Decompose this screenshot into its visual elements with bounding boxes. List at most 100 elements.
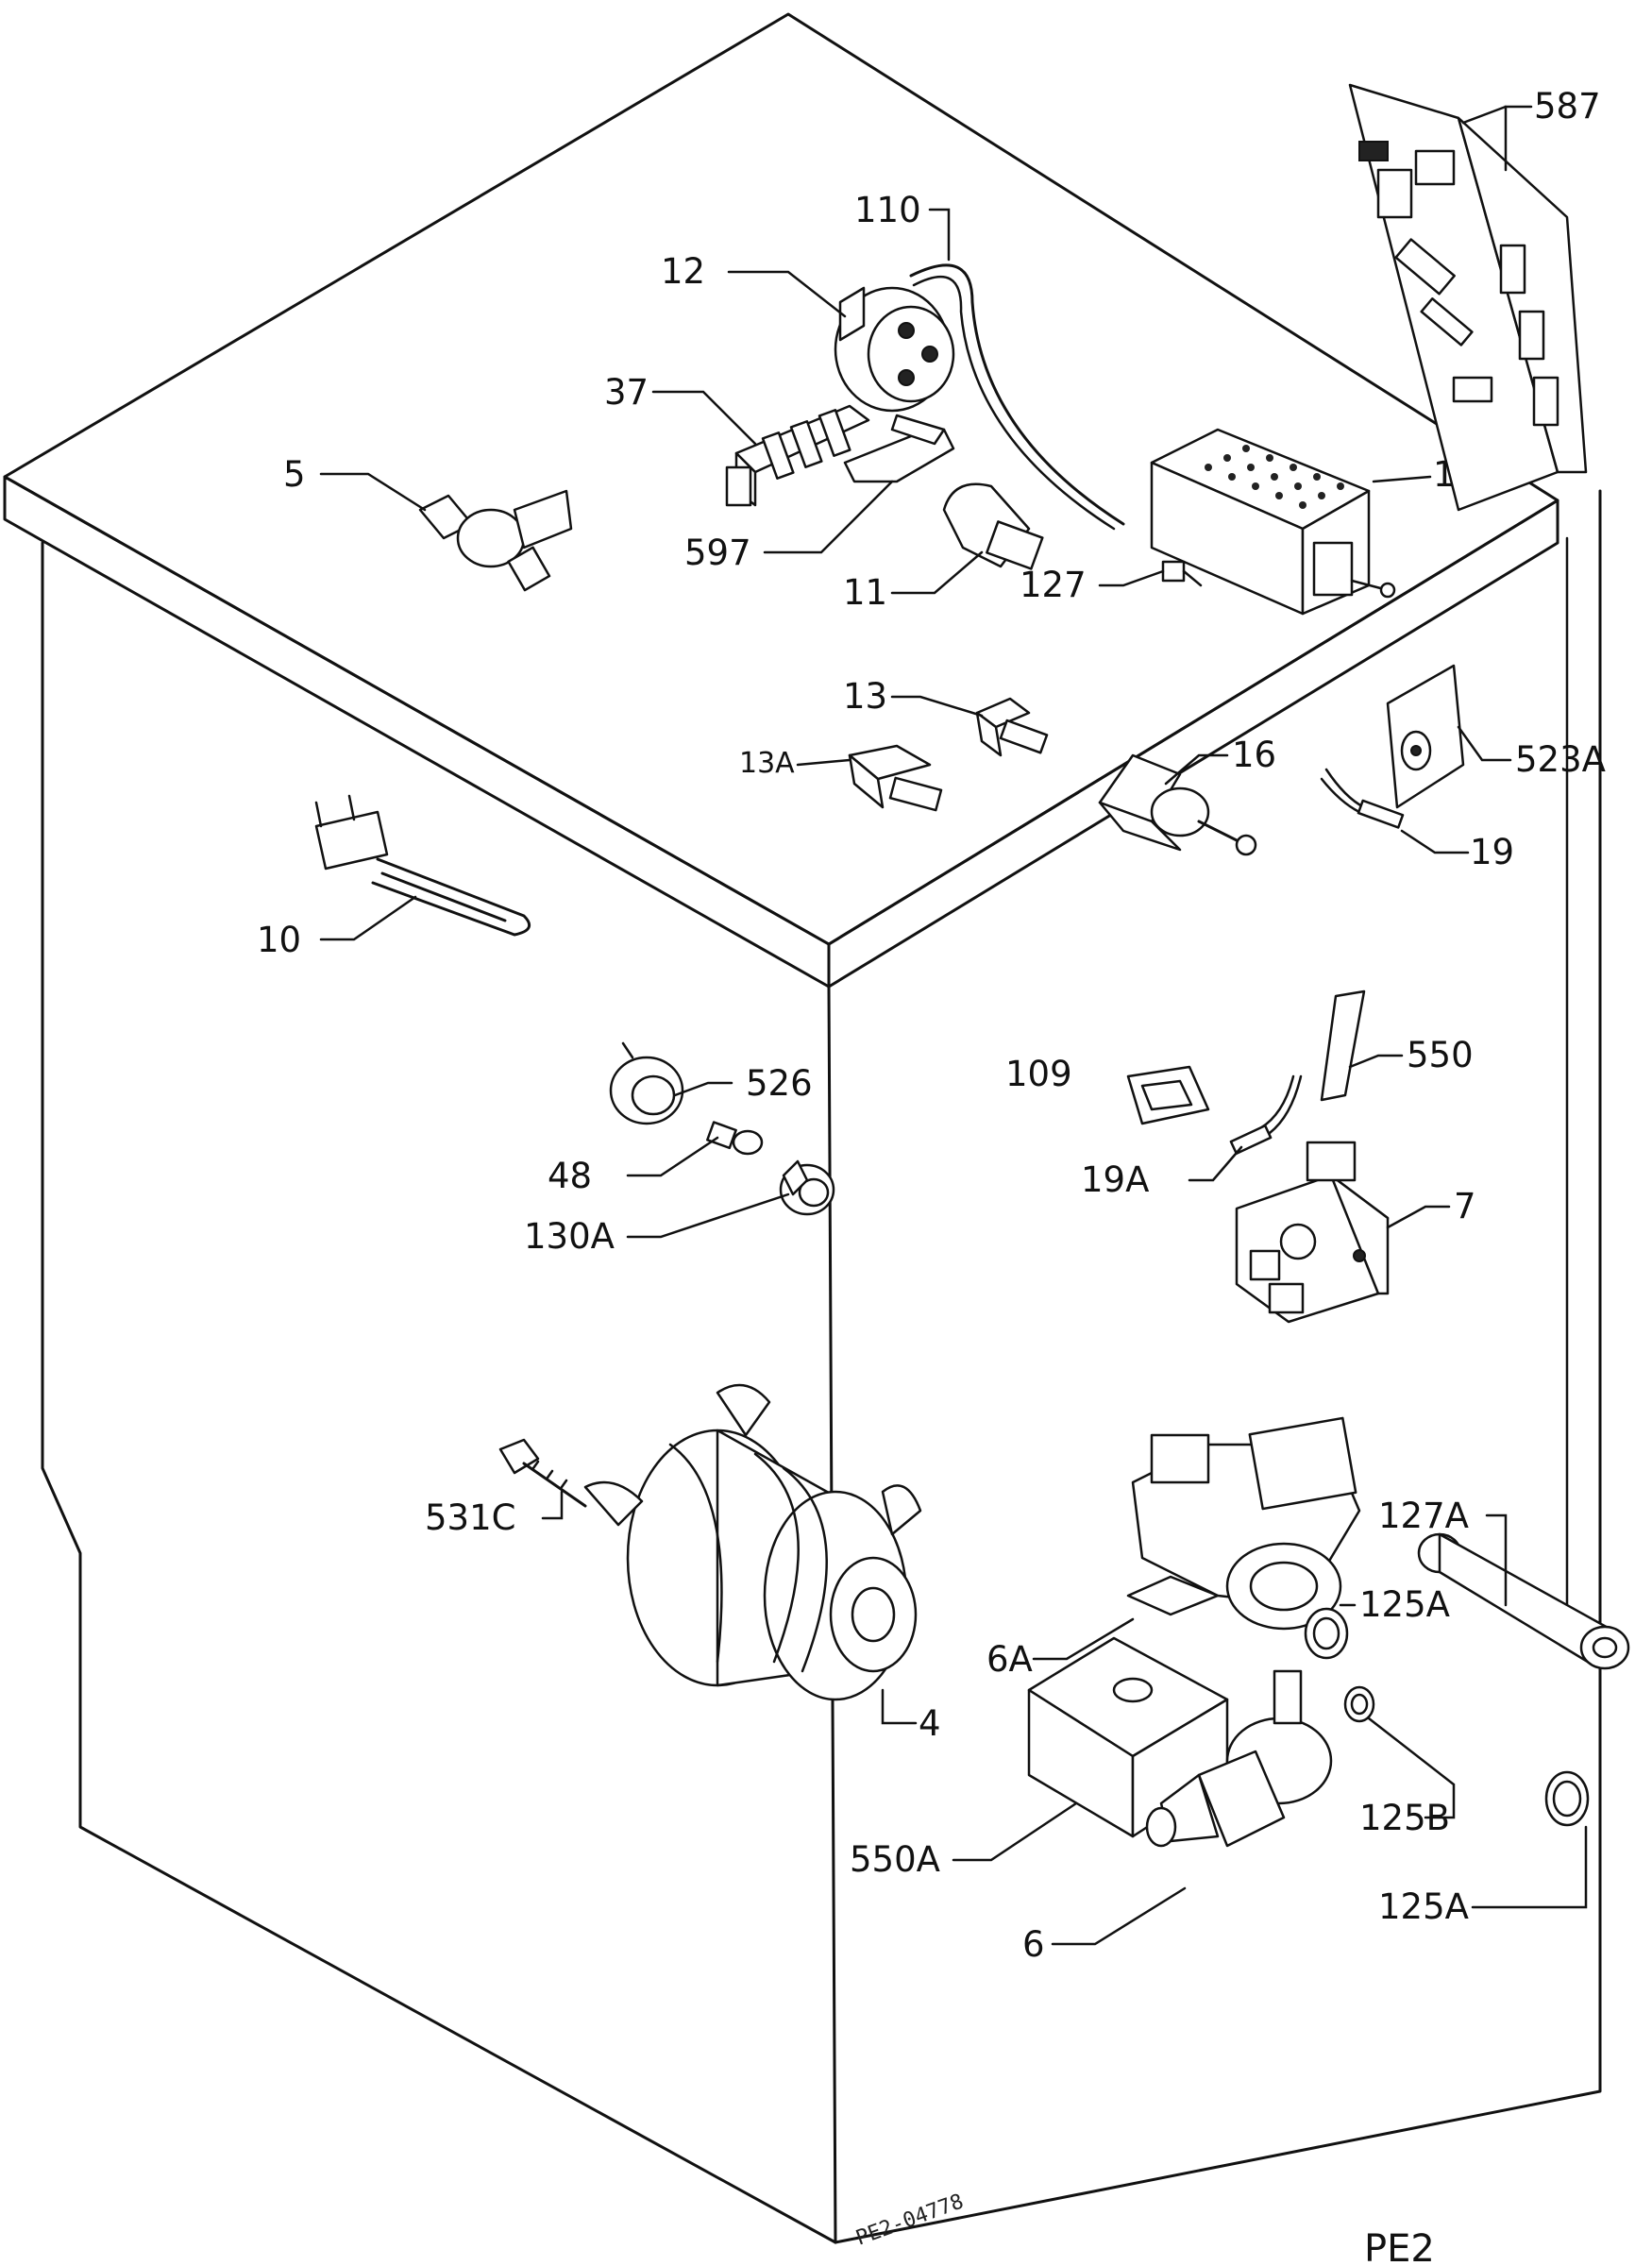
- label-130a: 130A: [524, 1216, 615, 1257]
- label-12: 12: [661, 251, 705, 292]
- label-125a-upper: 125A: [1359, 1584, 1450, 1625]
- cabinet-front-left: [41, 541, 837, 2244]
- leader-19: [1400, 829, 1470, 854]
- leader-587-b: [1461, 105, 1508, 125]
- part-12-pressure-switch: [834, 286, 955, 413]
- leader-125b: [1367, 1716, 1456, 1819]
- part-597-bracket: [843, 414, 955, 483]
- label-1: 1: [1433, 454, 1456, 495]
- label-587: 587: [1534, 86, 1601, 127]
- worktop-side-edge: [827, 499, 1559, 989]
- leader-125a-lower: [1471, 1825, 1588, 1909]
- leader-6a: [1032, 1617, 1135, 1661]
- part-16-switch: [1098, 753, 1257, 856]
- leader-1: [1372, 475, 1432, 483]
- part-110-hose-inner: [912, 275, 1116, 531]
- part-523a-plate: [1386, 664, 1465, 809]
- part-125a-seal-lower: [1544, 1770, 1590, 1827]
- part-4-motor: [583, 1383, 922, 1701]
- leader-13: [890, 695, 984, 718]
- label-19: 19: [1470, 832, 1514, 872]
- label-48: 48: [548, 1156, 592, 1196]
- part-5-inlet-fitting: [418, 489, 573, 592]
- part-13-connector: [975, 697, 1049, 757]
- label-13a: 13A: [739, 747, 795, 780]
- part-125b-seal: [1343, 1685, 1375, 1723]
- leader-4: [881, 1688, 918, 1725]
- cabinet-outline: [3, 12, 1602, 2244]
- part-531c-screw: [498, 1438, 587, 1508]
- leader-48: [626, 1136, 719, 1177]
- part-6a-pump: [1126, 1416, 1361, 1631]
- label-523a: 523A: [1515, 739, 1606, 780]
- part-125a-seal-upper: [1304, 1607, 1349, 1660]
- part-19-sensor: [1320, 768, 1405, 829]
- leader-127: [1098, 569, 1165, 587]
- leader-523a: [1457, 725, 1512, 762]
- label-550: 550: [1407, 1035, 1474, 1075]
- part-37-terminal-block: [725, 404, 870, 507]
- leader-19a: [1188, 1145, 1243, 1182]
- sheet-id: PE2: [1364, 2227, 1435, 2266]
- label-526: 526: [746, 1063, 813, 1104]
- part-130a-bushing: [779, 1159, 835, 1216]
- part-109-cap: [1126, 1065, 1210, 1125]
- leader-lines: [319, 105, 1588, 1946]
- label-127a: 127A: [1378, 1496, 1469, 1536]
- leader-127a: [1485, 1513, 1508, 1607]
- leader-550a: [952, 1801, 1078, 1862]
- part-19a-sensor: [1229, 1124, 1273, 1156]
- cabinet-right-edge: [834, 489, 1602, 2244]
- part-110-hose: [909, 263, 1125, 526]
- label-37: 37: [604, 372, 649, 413]
- part-labels: 587 110 12 37 5 597 11 1 127 13 13A 16 5…: [257, 86, 1606, 1965]
- part-526-lamp-holder: [609, 1041, 684, 1125]
- label-110: 110: [854, 190, 921, 230]
- leader-587: [1504, 105, 1533, 172]
- leader-13a: [796, 758, 851, 767]
- part-6-drain-pump: [1145, 1669, 1333, 1848]
- label-7: 7: [1454, 1186, 1476, 1226]
- leader-37: [651, 390, 757, 446]
- part-11-capacitor: [942, 482, 1044, 570]
- label-531c: 531C: [425, 1497, 515, 1538]
- part-13a-connector: [848, 744, 943, 812]
- part-1-timer: [1150, 428, 1396, 616]
- leader-10: [319, 895, 417, 941]
- part-7-door-lock: [1235, 1141, 1390, 1324]
- leader-550: [1348, 1054, 1404, 1069]
- label-11: 11: [843, 572, 887, 613]
- label-109: 109: [1005, 1054, 1072, 1094]
- label-127: 127: [1020, 565, 1087, 605]
- part-127a-pipe: [1417, 1532, 1630, 1670]
- label-5: 5: [283, 454, 306, 495]
- leader-16: [1164, 753, 1229, 786]
- label-6a: 6A: [986, 1639, 1033, 1680]
- part-48-bulb: [706, 1121, 764, 1156]
- leader-531c: [541, 1490, 564, 1520]
- label-19a: 19A: [1081, 1159, 1149, 1200]
- leader-110: [928, 208, 951, 262]
- leader-526: [673, 1081, 733, 1097]
- label-6: 6: [1022, 1924, 1045, 1965]
- leader-130a: [626, 1192, 790, 1239]
- label-125b: 125B: [1359, 1798, 1450, 1838]
- label-16: 16: [1232, 735, 1276, 775]
- label-4: 4: [919, 1703, 941, 1744]
- leader-12: [727, 270, 847, 318]
- label-10: 10: [257, 920, 301, 960]
- part-587-control-board: [1348, 83, 1588, 512]
- leader-7: [1386, 1205, 1451, 1229]
- label-125a-lower: 125A: [1378, 1886, 1469, 1927]
- part-550a-block: [1027, 1636, 1229, 1838]
- leader-6: [1051, 1886, 1187, 1946]
- part-550-harness: [1258, 989, 1366, 1135]
- leader-11: [890, 550, 984, 595]
- part-10-heater: [314, 794, 531, 937]
- leader-5: [319, 472, 427, 512]
- label-550a: 550A: [850, 1839, 940, 1880]
- leader-597: [763, 480, 894, 554]
- label-597: 597: [684, 533, 751, 573]
